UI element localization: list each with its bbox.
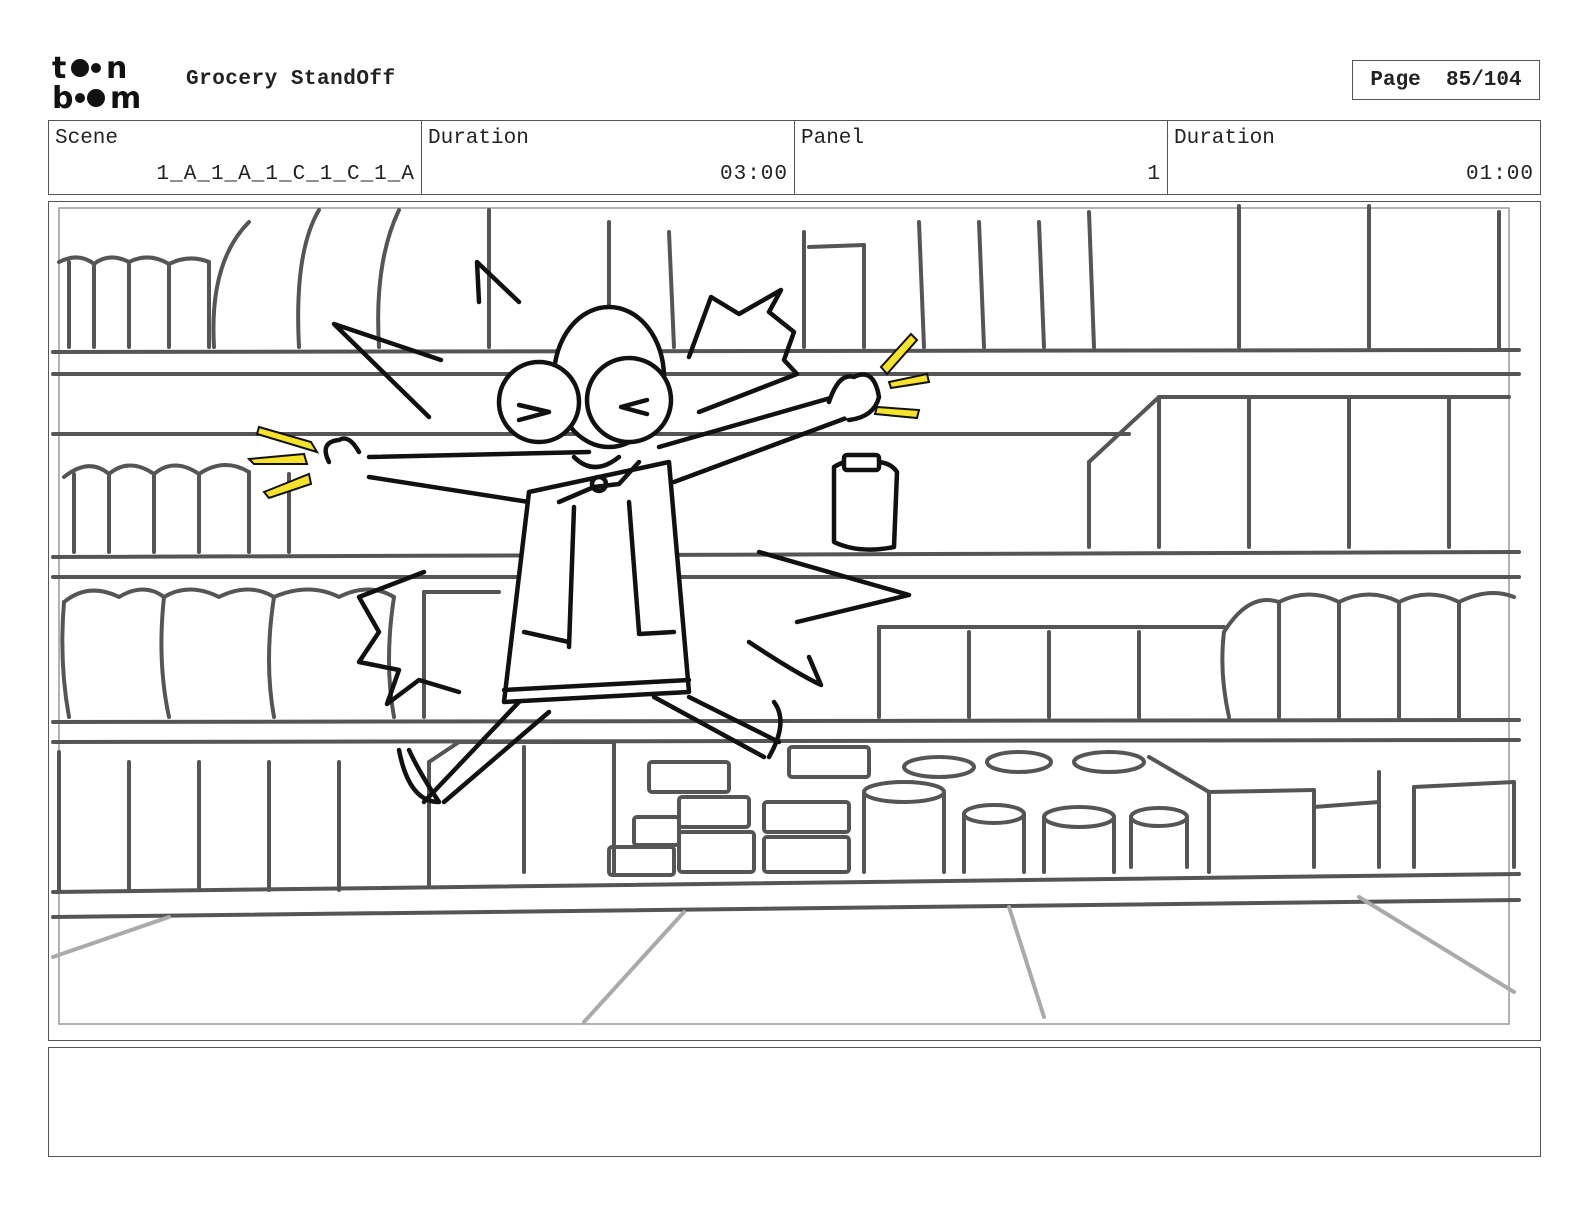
scene-duration-label: Duration: [428, 127, 529, 150]
panel-duration-value: 01:00: [1465, 163, 1534, 186]
claws-highlight: [246, 332, 931, 500]
panel-info-row: Scene 1_A_1_A_1_C_1_C_1_A Duration 03:00…: [48, 120, 1541, 195]
svg-text:b: b: [52, 81, 73, 112]
character-sketch: [323, 259, 912, 805]
scene-duration-cell: Duration 03:00: [422, 121, 795, 194]
toonboom-logo: t n b m: [52, 51, 141, 112]
page-indicator: Page 85/104: [1352, 60, 1540, 100]
scene-value: 1_A_1_A_1_C_1_C_1_A: [156, 163, 415, 186]
svg-text:t: t: [52, 51, 66, 86]
scene-duration-value: 03:00: [719, 163, 788, 186]
svg-text:n: n: [106, 51, 127, 86]
project-title: Grocery StandOff: [186, 68, 396, 91]
scene-label: Scene: [55, 127, 119, 150]
panel-sketch: [51, 204, 1521, 1025]
page-label: Page: [1370, 68, 1421, 92]
page-number: 85/104: [1446, 68, 1522, 92]
scene-cell: Scene 1_A_1_A_1_C_1_C_1_A: [49, 121, 422, 194]
floor-lines: [51, 895, 1516, 1024]
panel-duration-cell: Duration 01:00: [1168, 121, 1540, 194]
svg-text:m: m: [110, 81, 141, 112]
panel-cell: Panel 1: [795, 121, 1168, 194]
panel-duration-label: Duration: [1174, 127, 1275, 150]
panel-notes-box: [48, 1047, 1541, 1157]
panel-value: 1: [1147, 163, 1161, 186]
storyboard-panel: [48, 201, 1541, 1041]
panel-label: Panel: [801, 127, 865, 150]
